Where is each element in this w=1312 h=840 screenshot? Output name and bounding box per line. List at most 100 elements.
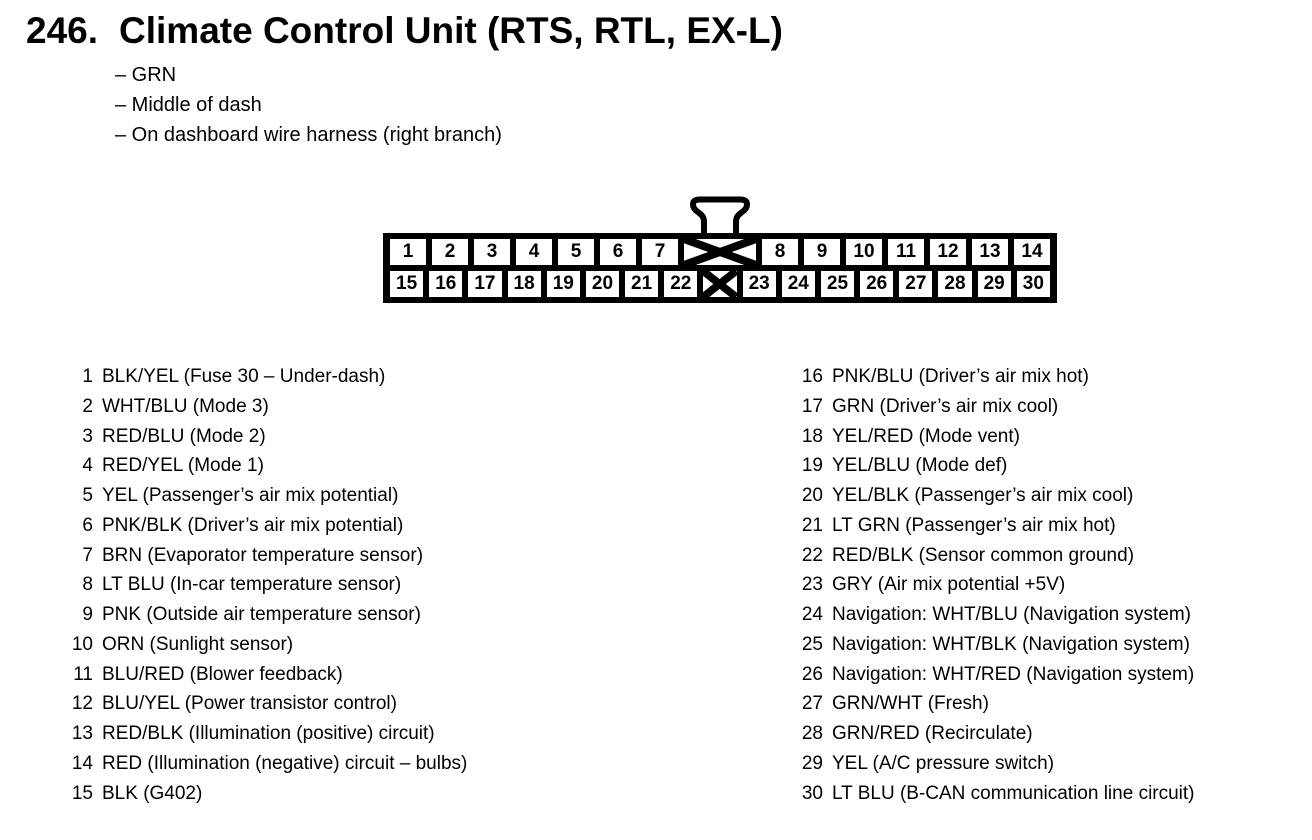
pin-cell: 14: [1014, 239, 1050, 265]
pin-cell: 12: [930, 239, 966, 265]
pin-description: YEL (A/C pressure switch): [832, 752, 1055, 774]
pin-description: WHT/BLU (Mode 3): [102, 395, 269, 417]
pin-description: GRN/RED (Recirculate): [832, 723, 1033, 744]
pin-number: 2: [82, 395, 93, 417]
pin-description: RED/BLU (Mode 2): [102, 425, 266, 447]
pin-number: 12: [71, 693, 93, 715]
pin-cell: 5: [558, 239, 594, 265]
pin-cell: 11: [888, 239, 924, 265]
pin-cell: 27: [899, 271, 933, 297]
pin-cell: 10: [846, 239, 882, 265]
pin-row: 17 GRN (Driver’s air mix cool): [790, 392, 1195, 422]
pin-cell: 21: [625, 271, 659, 297]
pin-cell: 19: [546, 271, 580, 297]
note-line: – GRN: [115, 64, 177, 86]
pin-number: 27: [801, 693, 823, 715]
section-number: 246.: [26, 10, 99, 51]
pin-cell: 24: [781, 271, 815, 297]
pin-description: BLU/YEL (Power transistor control): [102, 693, 397, 715]
pin-row: 20 YEL/BLK (Passenger’s air mix cool): [790, 481, 1195, 511]
pin-number: 21: [801, 514, 823, 536]
pin-list-right: 16 PNK/BLU (Driver’s air mix hot) 17 GRN (D…: [790, 362, 1195, 808]
pin-cell: 20: [585, 271, 620, 297]
pin-description: PNK (Outside air temperature sensor): [102, 604, 421, 625]
pin-description: YEL/BLK (Passenger’s air mix cool): [832, 485, 1134, 506]
pin-number: 28: [801, 723, 823, 744]
pin-number: 8: [82, 574, 93, 596]
pin-row: 21 LT GRN (Passenger’s air mix hot): [790, 511, 1195, 541]
pin-cell: 15: [390, 271, 424, 297]
pin-number: 5: [82, 485, 93, 506]
pin-cell: 28: [938, 271, 972, 297]
pin-description: YEL (Passenger’s air mix potential): [102, 485, 399, 506]
pin-row: 29 YEL (A/C pressure switch): [790, 749, 1195, 779]
blocked-keyway-top: [684, 239, 756, 265]
pin-number: 1: [82, 366, 93, 387]
pin-cell: 22: [664, 271, 698, 297]
pin-number: 11: [73, 663, 93, 685]
pin-number: 24: [801, 604, 823, 625]
pin-number: 30: [801, 782, 823, 804]
pin-description: BRN (Evaporator temperature sensor): [102, 544, 424, 566]
pin-number: 20: [801, 485, 823, 506]
pin-list-left: 1 BLK/YEL (Fuse 30 – Under-dash) 2 WHT/BLU …: [60, 362, 468, 809]
note-line: – Middle of dash: [115, 94, 262, 116]
pin-cell: 9: [804, 239, 840, 265]
pin-cell: 18: [507, 271, 541, 297]
pin-cell: 16: [429, 271, 463, 297]
blocked-slot-x-icon: [684, 239, 756, 265]
pin-description: PNK/BLK (Driver’s air mix potential): [102, 514, 404, 536]
pin-cell: 7: [642, 239, 678, 265]
pin-description: PNK/BLU (Driver’s air mix hot): [832, 366, 1089, 387]
pin-description: LT BLU (In-car temperature sensor): [102, 574, 402, 596]
pin-row: 5 YEL (Passenger’s air mix potential): [60, 481, 467, 511]
pin-cell: 3: [474, 239, 510, 265]
pin-description: GRN/WHT (Fresh): [832, 693, 989, 715]
pin-cell: 26: [860, 271, 894, 297]
pin-number: 16: [801, 366, 823, 387]
pin-number: 22: [801, 544, 823, 566]
pin-description: LT BLU (B-CAN communication line circuit…: [832, 782, 1195, 804]
blocked-slot-x-icon: [703, 271, 737, 297]
pin-number: 18: [801, 425, 823, 447]
pin-row: 27 GRN/WHT (Fresh): [790, 689, 1195, 719]
pin-number: 25: [801, 633, 823, 655]
pin-cell: 4: [516, 239, 552, 265]
pin-description: BLK/YEL (Fuse 30 – Under-dash): [102, 366, 386, 387]
pin-cell: 23: [742, 271, 776, 297]
pin-number: 29: [801, 752, 823, 774]
pin-row: 2 WHT/BLU (Mode 3): [60, 392, 467, 422]
pin-description: BLU/RED (Blower feedback): [102, 663, 343, 685]
notes-list: – GRN– Middle of dash– On dashboard wire…: [115, 60, 502, 150]
pin-number: 14: [71, 752, 93, 774]
pin-number: 17: [801, 395, 823, 417]
pin-number: 6: [82, 514, 93, 536]
pin-number: 26: [801, 663, 823, 685]
pin-description: BLK (G402): [102, 782, 203, 804]
pin-row: 11 BLU/RED (Blower feedback): [60, 660, 467, 690]
pin-number: 9: [82, 604, 93, 625]
pin-row: 16 PNK/BLU (Driver’s air mix hot): [790, 362, 1195, 392]
pin-number: 23: [801, 574, 823, 596]
pin-description: LT GRN (Passenger’s air mix hot): [832, 514, 1116, 536]
pin-cell: 13: [972, 239, 1008, 265]
pin-number: 19: [801, 455, 823, 477]
pin-number: 4: [82, 455, 93, 477]
section-title: Climate Control Unit (RTS, RTL, EX-L): [119, 10, 783, 51]
pin-row: 9 PNK (Outside air temperature sensor): [60, 600, 467, 630]
pin-row: 28 GRN/RED (Recirculate): [790, 719, 1195, 749]
page-title: 246. Climate Control Unit (RTS, RTL, EX-L…: [26, 10, 783, 52]
pin-description: GRN (Driver’s air mix cool): [832, 395, 1059, 417]
pin-cell: 8: [762, 239, 798, 265]
